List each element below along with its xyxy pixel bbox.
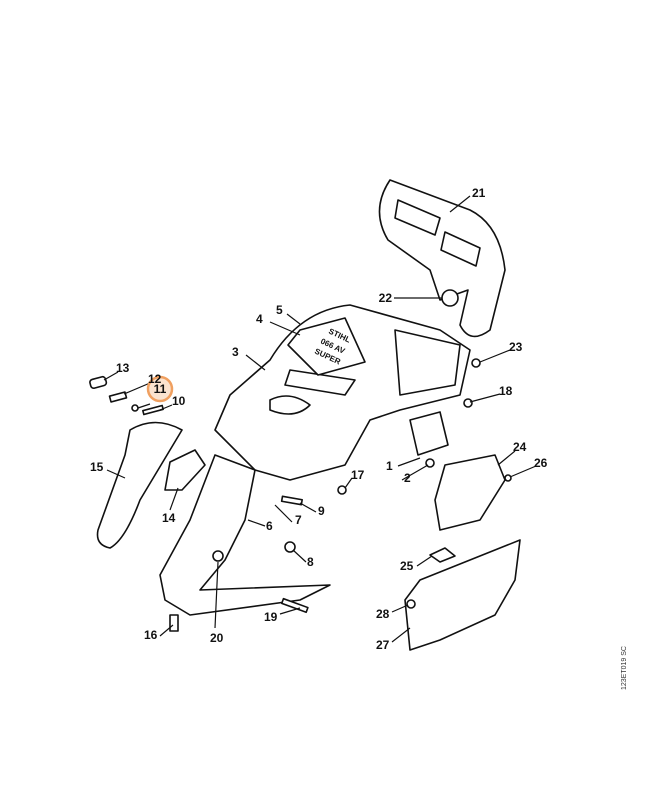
callout-24[interactable]: 24: [513, 440, 527, 454]
callout-12[interactable]: 12: [148, 372, 162, 386]
callout-10[interactable]: 10: [172, 394, 186, 408]
part-decal: STIHL 066 AV SUPER: [287, 317, 366, 376]
callout-2[interactable]: 2: [404, 471, 411, 485]
part-hand-guard: [378, 179, 506, 338]
callout-7[interactable]: 7: [295, 513, 302, 527]
callout-27[interactable]: 27: [376, 638, 390, 652]
callout-17[interactable]: 17: [351, 468, 365, 482]
part-handle-cover: [96, 421, 183, 549]
callout-21[interactable]: 21: [472, 186, 486, 200]
callout-25[interactable]: 25: [400, 559, 414, 573]
part-cover: [434, 454, 506, 531]
callout-19[interactable]: 19: [264, 610, 278, 624]
callout-15[interactable]: 15: [90, 460, 104, 474]
callout-13[interactable]: 13: [116, 361, 130, 375]
leader-lines: [103, 195, 537, 643]
part-plate: [404, 539, 521, 651]
highlight-circle: [146, 375, 174, 403]
callout-22[interactable]: 22: [379, 291, 393, 305]
callout-26[interactable]: 26: [534, 456, 548, 470]
callout-14[interactable]: 14: [162, 511, 176, 525]
callout-4[interactable]: 4: [256, 312, 263, 326]
part-housing: [214, 304, 471, 481]
callout-9[interactable]: 9: [318, 504, 325, 518]
small-parts: [89, 358, 512, 632]
callout-3[interactable]: 3: [232, 345, 239, 359]
part-handle-frame: [159, 454, 331, 616]
callout-8[interactable]: 8: [307, 555, 314, 569]
callout-6[interactable]: 6: [266, 519, 273, 533]
part-lever: [164, 449, 206, 491]
callout-20[interactable]: 20: [210, 631, 224, 645]
callout-18[interactable]: 18: [499, 384, 513, 398]
callout-1[interactable]: 1: [386, 459, 393, 473]
drawing-code: 123ET019 SC: [621, 646, 628, 690]
callout-23[interactable]: 23: [509, 340, 523, 354]
callout-28[interactable]: 28: [376, 607, 390, 621]
callout-16[interactable]: 16: [144, 628, 158, 642]
callout-11[interactable]: 11: [154, 382, 167, 396]
part-25: [429, 547, 456, 563]
callout-5[interactable]: 5: [276, 303, 283, 317]
callout-labels: 21 22 5 4 3 23 13 12 11 10 18 24 1 26 17…: [90, 186, 548, 652]
part-spring: [441, 289, 459, 307]
